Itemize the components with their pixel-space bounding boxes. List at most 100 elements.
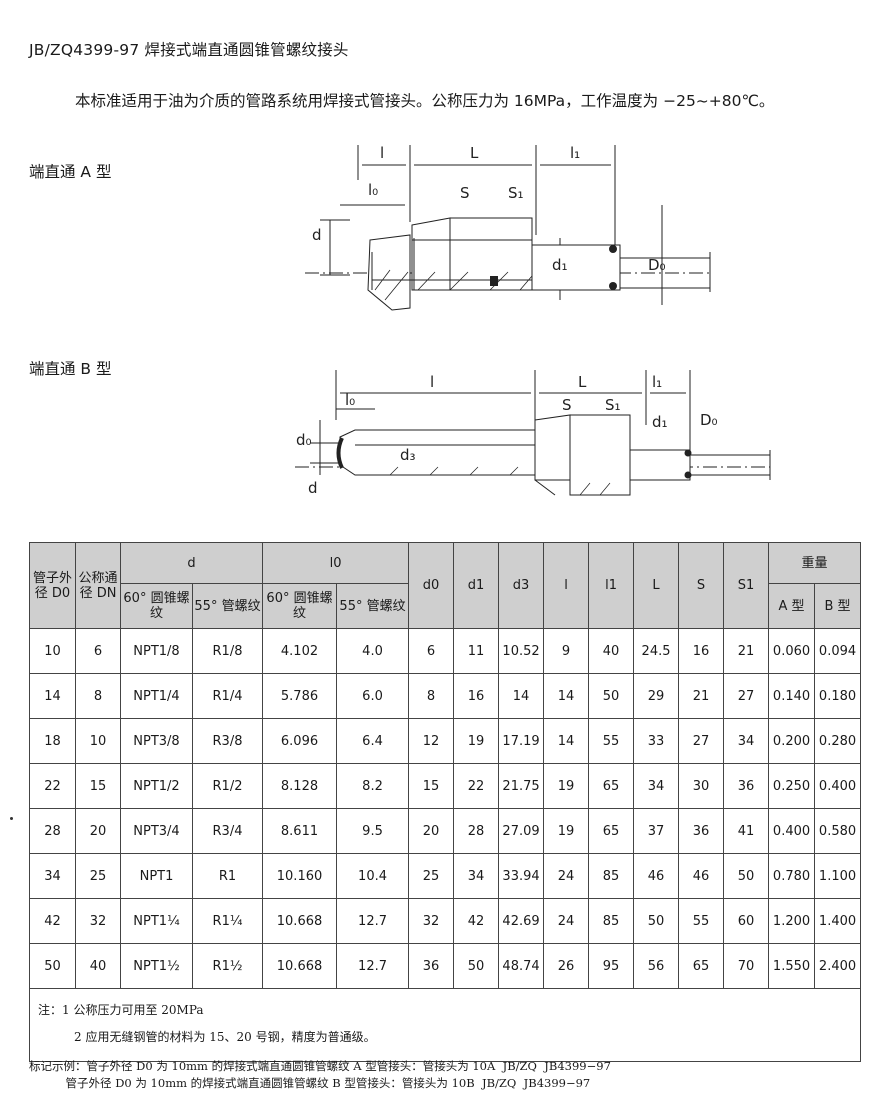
table-cell: 21 — [678, 673, 725, 719]
table-cell: 6.096 — [262, 718, 338, 764]
table-cell: 36 — [678, 808, 725, 854]
table-cell: 6.0 — [336, 673, 410, 719]
stray-mark — [10, 817, 13, 820]
page-title: JB/ZQ4399-97 焊接式端直通圆锥管螺纹接头 — [29, 41, 349, 59]
table-cell: 10.668 — [262, 943, 338, 989]
header-S1: S1 — [723, 542, 770, 629]
table-cell: R1 — [191, 853, 264, 899]
header-l: l — [543, 542, 590, 629]
label-D0: D₀ — [700, 411, 718, 429]
label-d: d — [312, 226, 322, 244]
table-cell: 4.0 — [336, 628, 410, 674]
label-S1: S₁ — [508, 184, 524, 202]
table-cell: 34 — [723, 718, 770, 764]
label-L: L — [470, 144, 479, 162]
table-cell: 60 — [723, 898, 770, 944]
label-D0: D₀ — [648, 256, 666, 274]
table-cell: 55 — [588, 718, 635, 764]
table-cell: 34 — [29, 853, 76, 899]
table-cell: 10.668 — [262, 898, 338, 944]
table-cell: 25 — [408, 853, 455, 899]
table-cell: 24.5 — [633, 628, 680, 674]
table-cell: 34 — [633, 763, 680, 809]
table-cell: 65 — [588, 808, 635, 854]
spec-table: 管子外径 D0 公称通径 DN d l0 d0 d1 d3 l l1 L S S… — [28, 542, 862, 1062]
header-d0: d0 — [408, 542, 455, 629]
table-cell: NPT1 — [120, 853, 193, 899]
header-weight-b: B 型 — [814, 583, 862, 629]
table-cell: 36 — [723, 763, 770, 809]
table-notes: 注：1 公称压力可用至 20MPa 2 应用无缝钢管的材料为 15、20 号钢，… — [28, 988, 862, 1062]
marking-line-1: 标记示例：管子外径 D0 为 10mm 的焊接式端直通圆锥管螺纹 A 型管接头：… — [29, 1059, 611, 1073]
table-cell: R1/4 — [191, 673, 264, 719]
table-cell: 14 — [29, 673, 76, 719]
table-cell: 65 — [588, 763, 635, 809]
table-cell: 48.74 — [498, 943, 545, 989]
table-cell: 56 — [633, 943, 680, 989]
table-cell: 2.400 — [814, 943, 862, 989]
label-l0: l₀ — [368, 181, 378, 199]
table-cell: 24 — [543, 853, 590, 899]
table-cell: 30 — [678, 763, 725, 809]
header-d3: d3 — [498, 542, 545, 629]
table-cell: 19 — [543, 808, 590, 854]
table-cell: NPT1/8 — [120, 628, 193, 674]
table-cell: 42 — [29, 898, 76, 944]
header-dn: 公称通径 DN — [75, 542, 121, 629]
table-cell: 21.75 — [498, 763, 545, 809]
table-cell: NPT3/8 — [120, 718, 193, 764]
label-l1: l₁ — [652, 373, 662, 391]
table-cell: 0.400 — [814, 763, 862, 809]
label-l1: l₁ — [570, 144, 580, 162]
label-l: l — [430, 373, 434, 391]
header-l0-55: 55° 管螺纹 — [336, 583, 410, 629]
table-cell: 21 — [723, 628, 770, 674]
marking-line-2: 管子外径 D0 为 10mm 的焊接式端直通圆锥管螺纹 B 型管接头：管接头为 … — [29, 1076, 591, 1090]
table-cell: 85 — [588, 898, 635, 944]
table-cell: 1.550 — [768, 943, 816, 989]
table-cell: 27 — [678, 718, 725, 764]
label-l: l — [380, 144, 384, 162]
table-cell: 5.786 — [262, 673, 338, 719]
header-S: S — [678, 542, 725, 629]
table-cell: 12 — [408, 718, 455, 764]
table-cell: 65 — [678, 943, 725, 989]
table-cell: 95 — [588, 943, 635, 989]
table-cell: 40 — [75, 943, 121, 989]
table-cell: 55 — [678, 898, 725, 944]
table-header-row-2: 60° 圆锥螺纹 55° 管螺纹 60° 圆锥螺纹 55° 管螺纹 A 型 B … — [30, 583, 862, 629]
header-d-55: 55° 管螺纹 — [191, 583, 264, 629]
table-cell: 22 — [29, 763, 76, 809]
table-cell: 10.160 — [262, 853, 338, 899]
label-d1: d₁ — [552, 256, 568, 274]
table-cell: 19 — [543, 763, 590, 809]
table-cell: 42 — [453, 898, 500, 944]
table-cell: 0.280 — [814, 718, 862, 764]
intro-paragraph: 本标准适用于油为介质的管路系统用焊接式管接头。公称压力为 16MPa，工作温度为… — [29, 90, 869, 112]
label-d1: d₁ — [652, 413, 668, 431]
table-cell: 18 — [29, 718, 76, 764]
section-type-a: 端直通 A 型 — [29, 163, 112, 181]
table-cell: 46 — [678, 853, 725, 899]
table-cell: 28 — [453, 808, 500, 854]
table-cell: 0.200 — [768, 718, 816, 764]
table-cell: 12.7 — [336, 943, 410, 989]
table-cell: 14 — [543, 673, 590, 719]
table-cell: 10.4 — [336, 853, 410, 899]
table-cell: 27 — [723, 673, 770, 719]
header-d-60: 60° 圆锥螺纹 — [120, 583, 193, 629]
table-cell: 0.580 — [814, 808, 862, 854]
table-cell: 24 — [543, 898, 590, 944]
table-cell: 8.611 — [262, 808, 338, 854]
table-cell: 42.69 — [498, 898, 545, 944]
table-cell: 19 — [453, 718, 500, 764]
label-S: S — [460, 184, 470, 202]
table-cell: 12.7 — [336, 898, 410, 944]
header-l1: l1 — [588, 542, 635, 629]
table-cell: 46 — [633, 853, 680, 899]
header-d: d — [119, 542, 264, 584]
